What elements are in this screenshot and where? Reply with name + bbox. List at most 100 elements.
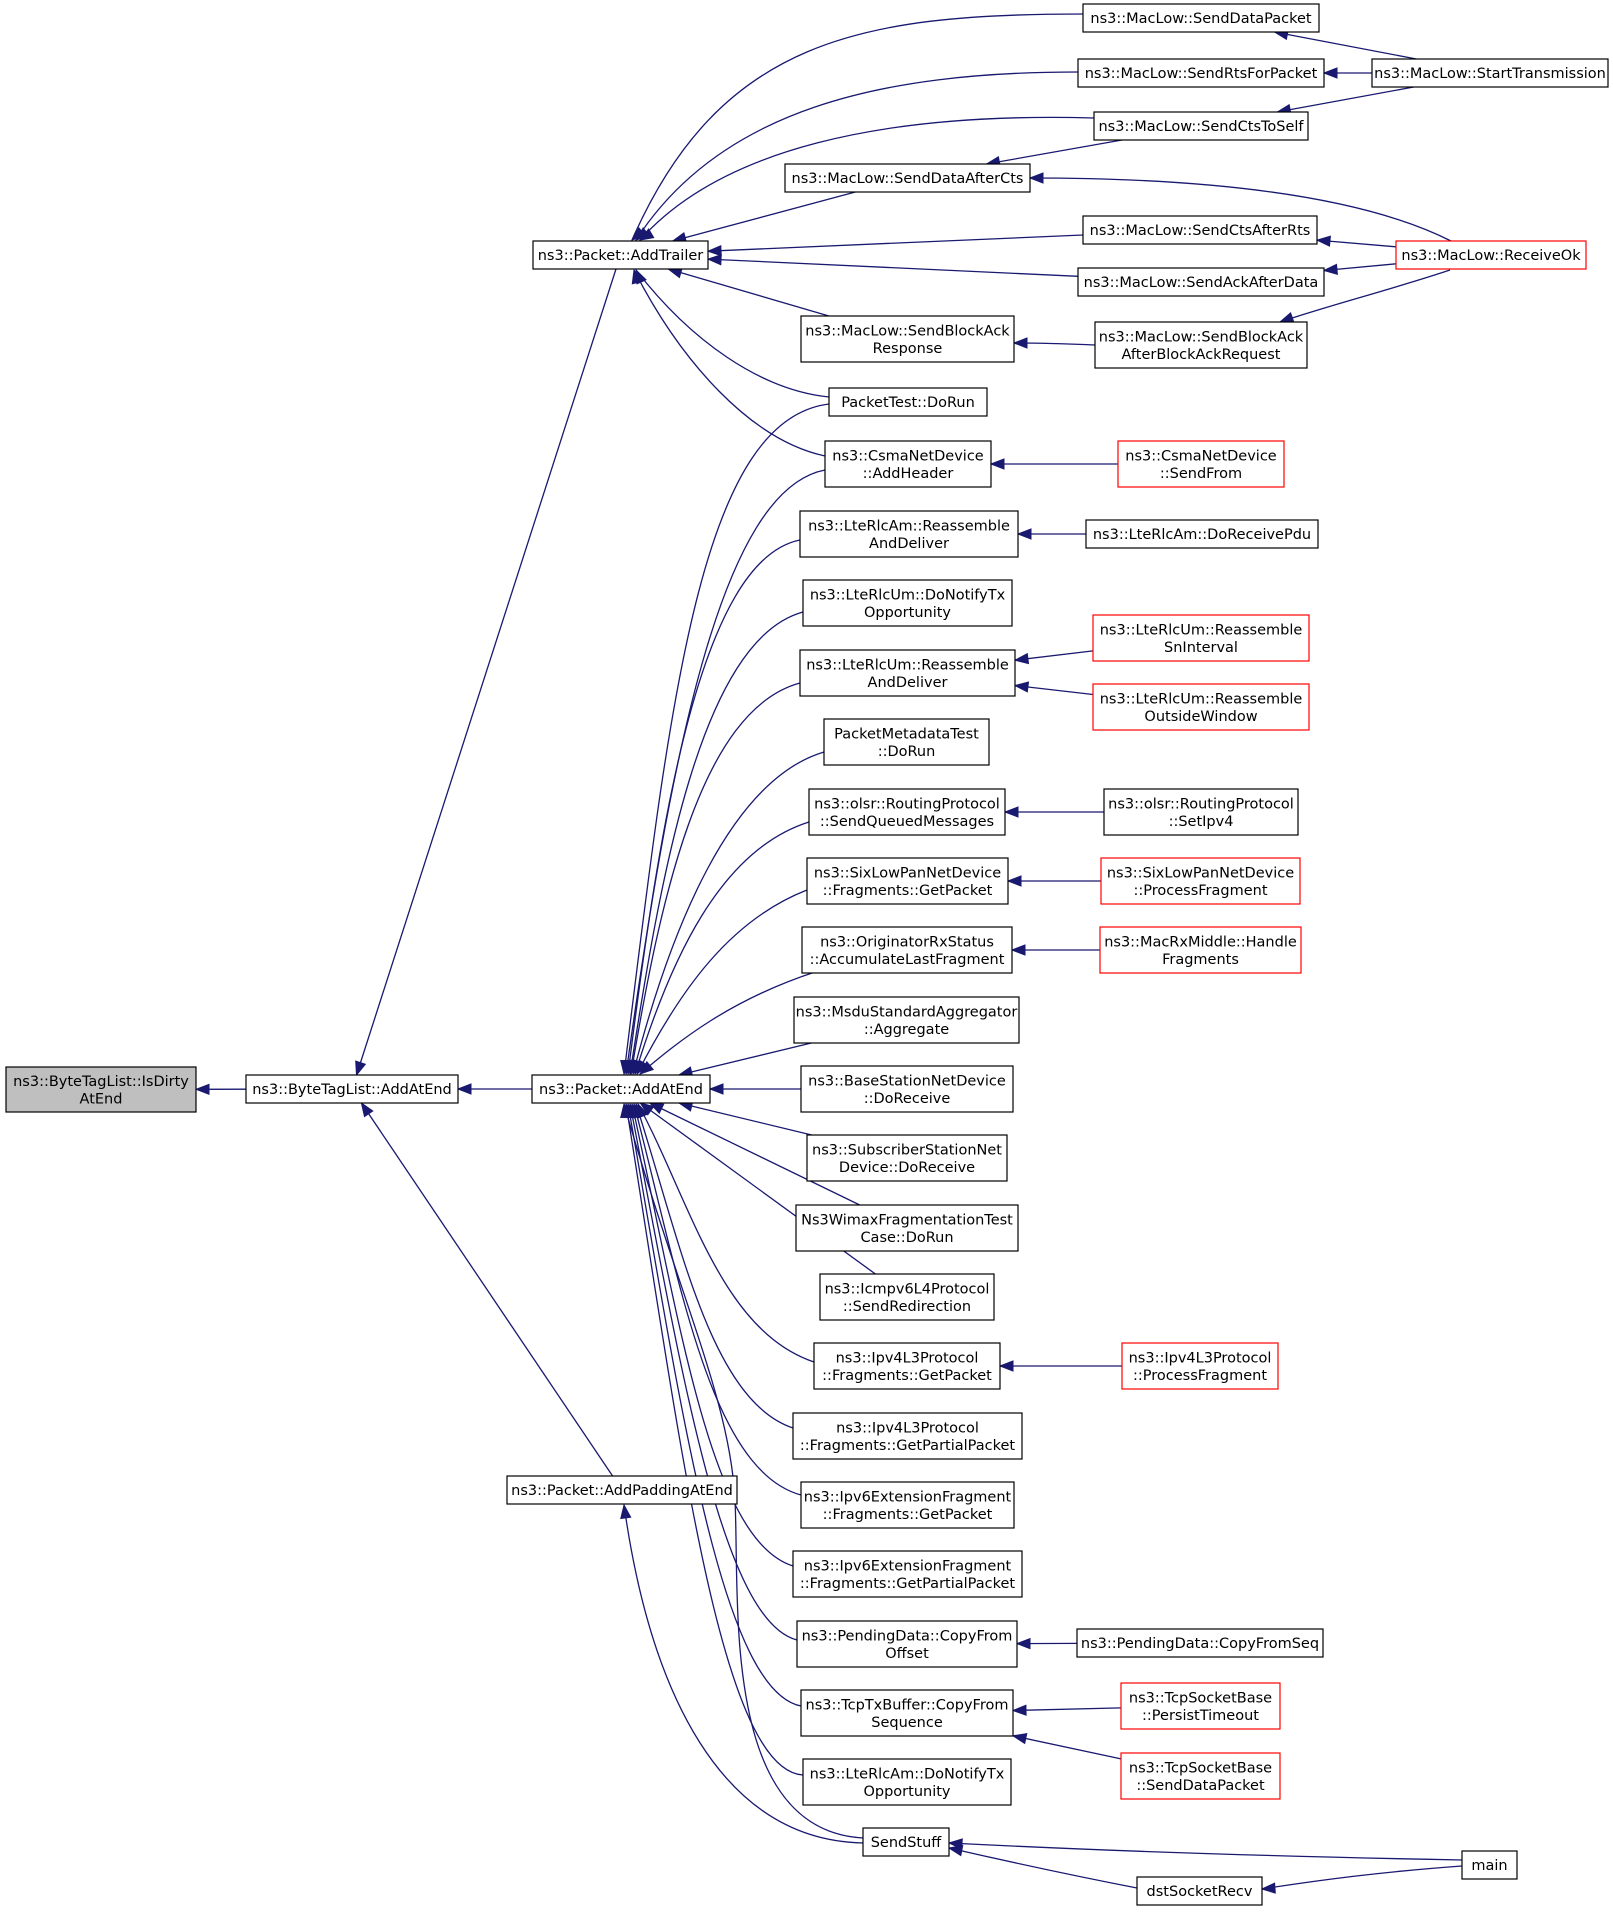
edge-rlcum_outside-to-rlcum_reassemble: [1013, 681, 1094, 696]
node-sendackafterdata[interactable]: ns3::MacLow::SendAckAfterData: [1077, 267, 1325, 297]
edge-sendstuff-to-pkt_addpadding: [620, 1503, 864, 1844]
arrowhead: [639, 1102, 655, 1116]
node-label: ns3::Ipv4L3Protocol: [836, 1350, 979, 1366]
node-tcp_senddata[interactable]: ns3::TcpSocketBase::SendDataPacket: [1120, 1752, 1281, 1800]
node-label: Ns3WimaxFragmentationTest: [801, 1212, 1013, 1228]
node-sendblockackafter[interactable]: ns3::MacLow::SendBlockAckAfterBlockAckRe…: [1094, 321, 1308, 369]
node-sixlow_getpacket[interactable]: ns3::SixLowPanNetDevice::Fragments::GetP…: [806, 857, 1009, 905]
node-label: ns3::MsduStandardAggregator: [796, 1004, 1018, 1020]
node-csma_addheader[interactable]: ns3::CsmaNetDevice::AddHeader: [824, 440, 992, 488]
edge-line: [625, 1103, 804, 1776]
node-label: ns3::BaseStationNetDevice: [808, 1073, 1006, 1089]
node-ipv4_partial[interactable]: ns3::Ipv4L3Protocol::Fragments::GetParti…: [792, 1412, 1023, 1460]
node-sendctsafterrts[interactable]: ns3::MacLow::SendCtsAfterRts: [1082, 215, 1318, 245]
node-ipv6_getpacket[interactable]: ns3::Ipv6ExtensionFragment::Fragments::G…: [800, 1481, 1015, 1529]
edge-line: [672, 191, 856, 242]
node-starttx[interactable]: ns3::MacLow::StartTransmission: [1371, 58, 1609, 88]
edge-btl_addatend-to-isdirty: [194, 1083, 247, 1096]
node-sixlow_process[interactable]: ns3::SixLowPanNetDevice::ProcessFragment: [1100, 857, 1301, 905]
arrowhead: [1010, 944, 1026, 956]
edge-line: [1277, 86, 1414, 113]
node-box: [802, 1758, 1012, 1806]
node-box: [245, 1074, 459, 1104]
node-box: [792, 1550, 1023, 1598]
node-pkt_addpadding[interactable]: ns3::Packet::AddPaddingAtEnd: [506, 1475, 738, 1505]
edge-line: [678, 1042, 812, 1076]
node-ssnet[interactable]: ns3::SubscriberStationNetDevice::DoRecei…: [806, 1134, 1008, 1182]
node-label: dstSocketRecv: [1147, 1884, 1253, 1900]
node-label: PacketTest::DoRun: [841, 395, 975, 411]
node-dstsocketrecv[interactable]: dstSocketRecv: [1136, 1876, 1263, 1906]
node-box: [1082, 215, 1318, 245]
edge-line: [633, 1103, 802, 1496]
edge-receiveok-to-sendctsafterrts: [1315, 235, 1397, 248]
node-ipv4_process[interactable]: ns3::Ipv4L3Protocol::ProcessFragment: [1121, 1342, 1279, 1390]
node-label: ns3::TcpSocketBase: [1129, 1690, 1272, 1706]
node-label: ns3::LteRlcUm::Reassemble: [1100, 691, 1303, 707]
node-label: ns3::PendingData::CopyFromSeq: [1081, 1636, 1319, 1652]
node-senddataaftercts[interactable]: ns3::MacLow::SendDataAfterCts: [784, 163, 1031, 193]
node-msdu[interactable]: ns3::MsduStandardAggregator::Aggregate: [793, 996, 1020, 1044]
arrowhead: [1322, 67, 1338, 79]
node-box: [1117, 440, 1285, 488]
node-receiveok[interactable]: ns3::MacLow::ReceiveOk: [1395, 240, 1587, 270]
node-sendctstoself[interactable]: ns3::MacLow::SendCtsToSelf: [1093, 111, 1309, 141]
node-csma_sendfrom[interactable]: ns3::CsmaNetDevice::SendFrom: [1117, 440, 1285, 488]
node-label: ::AccumulateLastFragment: [810, 952, 1005, 968]
edge-main-to-sendstuff: [947, 1838, 1463, 1861]
node-label: Response: [873, 341, 943, 357]
arrowhead: [1260, 1882, 1276, 1894]
node-pkt_addatend[interactable]: ns3::Packet::AddAtEnd: [531, 1074, 711, 1104]
node-box: [1077, 58, 1325, 88]
node-box: [1094, 321, 1308, 369]
node-btl_addatend[interactable]: ns3::ByteTagList::AddAtEnd: [245, 1074, 459, 1104]
node-label: PacketMetadataTest: [834, 726, 979, 742]
node-main[interactable]: main: [1461, 1850, 1518, 1880]
node-originator[interactable]: ns3::OriginatorRxStatus::AccumulateLastF…: [801, 926, 1013, 974]
edge-senddatapacket-to-pkt_addtrailer: [630, 13, 1084, 241]
edge-line: [668, 268, 830, 317]
node-label: ns3::MacLow::SendBlockAck: [805, 323, 1010, 339]
node-packettest[interactable]: PacketTest::DoRun: [828, 387, 988, 417]
node-sendrts[interactable]: ns3::MacLow::SendRtsForPacket: [1077, 58, 1325, 88]
edge-line: [1279, 269, 1451, 323]
node-tcp_persist[interactable]: ns3::TcpSocketBase::PersistTimeout: [1120, 1682, 1281, 1730]
arrowhead: [638, 228, 655, 241]
arrowhead: [1315, 235, 1331, 247]
node-label: ns3::MacRxMiddle::Handle: [1104, 934, 1297, 950]
edge-packettest-to-pkt_addatend: [620, 403, 830, 1076]
node-senddatapacket[interactable]: ns3::MacLow::SendDataPacket: [1082, 3, 1320, 33]
edge-dstsocketrecv-to-sendstuff: [947, 1844, 1138, 1889]
node-pending_seq[interactable]: ns3::PendingData::CopyFromSeq: [1076, 1628, 1324, 1658]
node-label: ns3::Ipv6ExtensionFragment: [804, 1489, 1012, 1505]
edge-starttx-to-sendctstoself: [1275, 86, 1414, 116]
node-ipv6_partial[interactable]: ns3::Ipv6ExtensionFragment::Fragments::G…: [792, 1550, 1023, 1598]
node-pktmetadata[interactable]: PacketMetadataTest::DoRun: [823, 718, 990, 766]
node-label: ns3::Packet::AddPaddingAtEnd: [511, 1483, 733, 1499]
node-icmpv6[interactable]: ns3::Icmpv6L4Protocol::SendRedirection: [819, 1273, 995, 1321]
node-sendstuff[interactable]: SendStuff: [862, 1827, 950, 1857]
arrowhead: [1003, 806, 1019, 818]
node-label: ::Fragments::GetPartialPacket: [800, 1438, 1016, 1454]
node-olsr_queued[interactable]: ns3::olsr::RoutingProtocol::SendQueuedMe…: [808, 788, 1006, 836]
edge-originator-to-pkt_addatend: [638, 971, 816, 1075]
node-rlcam_doreceive[interactable]: ns3::LteRlcAm::DoReceivePdu: [1085, 519, 1319, 549]
node-label: ::SendQueuedMessages: [820, 814, 994, 830]
node-olsr_setipv4[interactable]: ns3::olsr::RoutingProtocol::SetIpv4: [1103, 788, 1299, 836]
node-box: [801, 926, 1013, 974]
node-bsnet[interactable]: ns3::BaseStationNetDevice::DoReceive: [800, 1065, 1014, 1113]
node-pkt_addtrailer[interactable]: ns3::Packet::AddTrailer: [532, 240, 709, 270]
edge-sixlow_getpacket-to-pkt_addatend: [636, 889, 808, 1076]
node-ipv4_getpacket[interactable]: ns3::Ipv4L3Protocol::Fragments::GetPacke…: [813, 1342, 1001, 1390]
